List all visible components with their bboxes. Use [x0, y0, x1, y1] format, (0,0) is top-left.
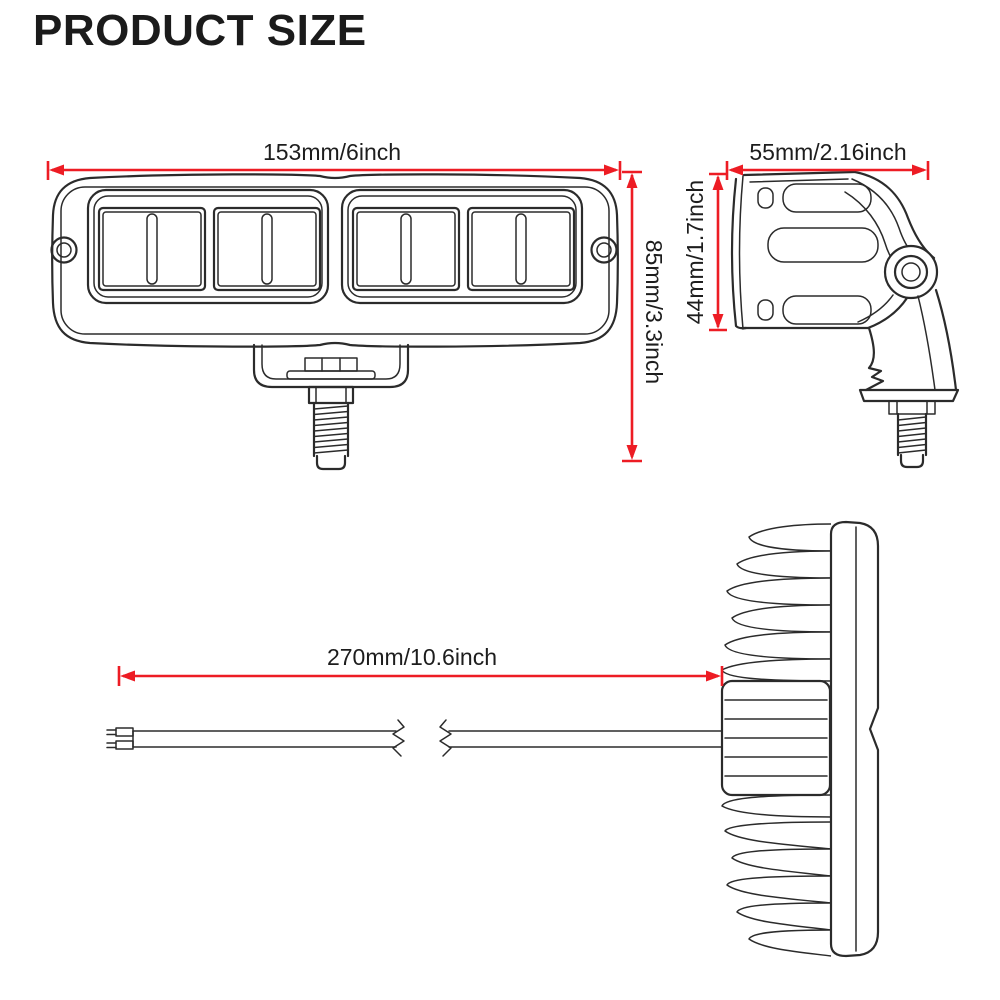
- led-divider-bar: [400, 213, 412, 285]
- front-led-panel-right: [340, 188, 584, 305]
- cable-wire-tips: [106, 727, 134, 750]
- side-view: [730, 170, 960, 469]
- led-divider-bar: [515, 213, 527, 285]
- dim-side-width-label: 55mm/2.16inch: [749, 139, 906, 165]
- dim-side-height-label: 44mm/1.7inch: [682, 180, 708, 324]
- side-pedestal-left-edge: [864, 326, 885, 392]
- front-mounting-bracket: [252, 343, 410, 471]
- front-led-panel-left: [86, 188, 330, 305]
- side-pedestal-right-edge: [934, 288, 958, 392]
- bolt-collar: [307, 385, 355, 405]
- dim-front-width-label: 153mm/6inch: [263, 139, 401, 165]
- side-bolt-tip: [899, 453, 925, 469]
- cable-break-mark: [392, 719, 405, 757]
- side-foot-plate: [858, 388, 960, 403]
- dim-front-width-arrow: 153mm/6inch: [46, 139, 622, 180]
- side-cooling-slots: [757, 183, 879, 325]
- front-housing-outline: [51, 173, 619, 348]
- dim-side-width-arrow: 55mm/2.16inch: [725, 139, 930, 180]
- side-clamp: [883, 244, 939, 300]
- bracket-washer: [286, 370, 376, 380]
- rear-body-slab: [829, 520, 880, 958]
- bolt-thread: [312, 401, 350, 458]
- side-pivot-bolt-outer: [893, 254, 929, 290]
- front-view: [50, 173, 619, 348]
- bracket-nut: [304, 357, 358, 372]
- dim-side-height-arrow: 44mm/1.7inch: [682, 172, 727, 332]
- dim-front-height-arrow: 85mm/3.3inch: [622, 170, 667, 463]
- side-bolt-thread: [896, 412, 928, 457]
- led-divider-bar: [146, 213, 158, 285]
- front-screw-hole-right-inner: [596, 242, 612, 258]
- dim-front-height-label: 85mm/3.3inch: [641, 240, 667, 384]
- front-screw-hole-right: [590, 236, 618, 264]
- side-bolt-nut: [888, 400, 936, 415]
- side-pivot-bolt-inner: [901, 262, 921, 282]
- front-screw-hole-left: [50, 236, 78, 264]
- page-title: PRODUCT SIZE: [33, 6, 367, 55]
- power-cable: [106, 719, 723, 757]
- rear-view: [720, 520, 880, 958]
- dim-cable-length-arrow: 270mm/10.6inch: [117, 644, 724, 686]
- rear-heatsink-fins: [721, 523, 832, 957]
- bolt-tip: [315, 454, 347, 471]
- rear-center-fin-block: [720, 679, 832, 797]
- led-divider-bar: [261, 213, 273, 285]
- cable-break-mark: [439, 719, 452, 757]
- front-screw-hole-left-inner: [56, 242, 72, 258]
- dim-cable-length-label: 270mm/10.6inch: [327, 644, 497, 670]
